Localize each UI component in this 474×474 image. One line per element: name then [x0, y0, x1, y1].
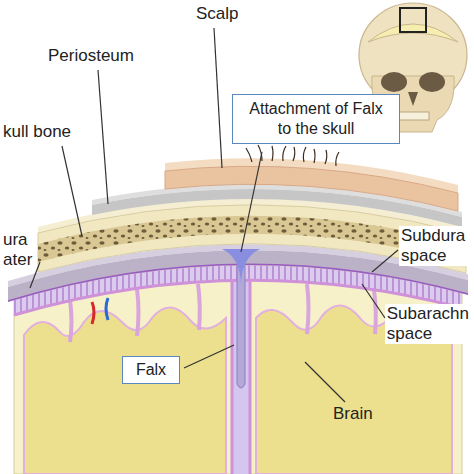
callout-box: Attachment of Falx to the skull: [232, 94, 400, 144]
scalp-layer: [283, 146, 286, 161]
skull-icon: [408, 92, 418, 106]
brain-block: [106, 298, 108, 320]
scalp-layer: [246, 148, 252, 162]
part-label: Brain: [333, 404, 373, 424]
dura-layer: [222, 249, 260, 286]
leader-line: [372, 250, 398, 272]
leader-line: [241, 152, 262, 252]
brain-block: [249, 280, 252, 474]
brain-block: [374, 290, 376, 334]
leader-line: [214, 28, 222, 168]
brain-block: [14, 265, 462, 474]
dura-layer: [8, 264, 468, 301]
box-label: Attachment of Falx to the skull: [241, 99, 391, 139]
scalp-layer: [336, 152, 339, 166]
brain-block: [232, 266, 250, 474]
part-label: Scalp: [196, 4, 239, 24]
brain-block: [137, 289, 139, 336]
skull-icon: [419, 72, 445, 92]
leader-line: [184, 345, 234, 368]
part-label: ura ater: [3, 230, 43, 270]
part-label: Subarachn space: [385, 304, 473, 344]
brain-block: [307, 284, 309, 334]
scalp-layer: [303, 147, 306, 162]
skull-icon: [381, 72, 407, 92]
brain-block: [231, 280, 234, 474]
part-label: kull bone: [3, 122, 71, 142]
leader-line: [98, 70, 108, 204]
scalp-layer: [165, 166, 458, 211]
leader-line: [30, 28, 398, 402]
scalp-layer: [325, 150, 327, 164]
scalp-layer: [314, 149, 315, 163]
brain-block: [92, 302, 94, 324]
brain-block: [70, 300, 72, 342]
leader-line: [305, 362, 345, 402]
brain-block: [14, 265, 462, 474]
leader-line: [362, 284, 385, 318]
part-label: Periosteum: [48, 46, 134, 66]
skull-icon: [397, 112, 429, 120]
skull-icon: [400, 8, 426, 32]
box-label: Falx: [135, 360, 167, 380]
brain-block: [24, 307, 226, 474]
part-label: Subdura space: [399, 226, 474, 266]
scalp-layer: [165, 145, 458, 211]
leader-line: [62, 146, 82, 236]
scalp-layer: [293, 147, 295, 161]
scalp-layer: [272, 146, 273, 161]
callout-box: Falx: [122, 356, 180, 384]
brain-block: [198, 284, 200, 330]
